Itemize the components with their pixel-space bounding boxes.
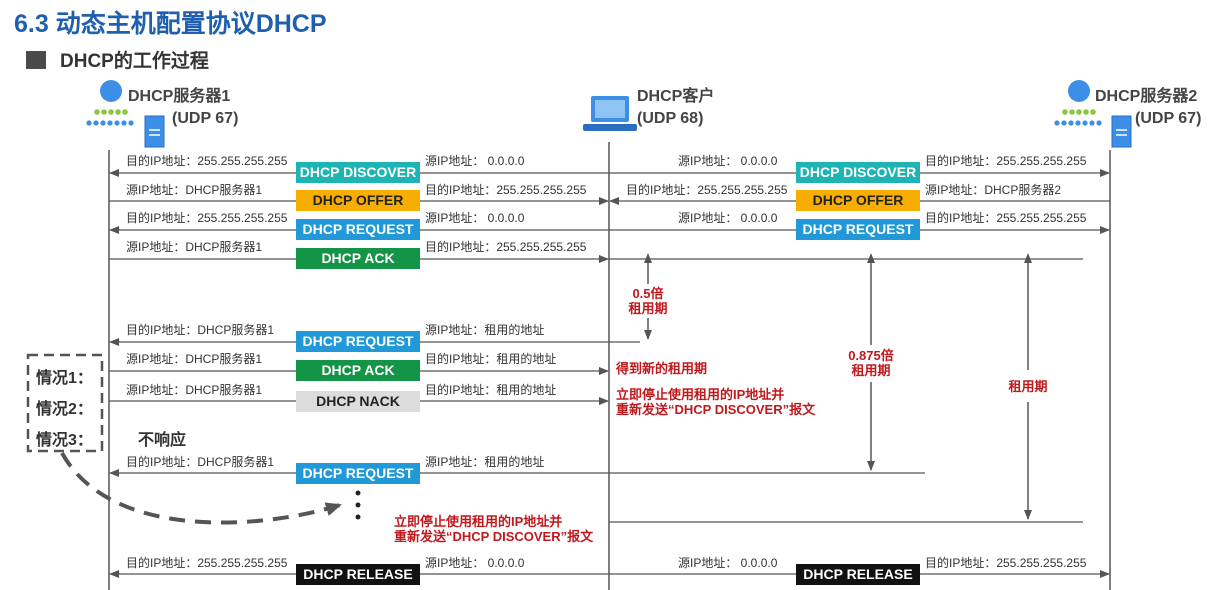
address-label: 目的IP地址：255.255.255.255 [425,240,587,254]
client-port: (UDP 68) [637,110,704,127]
address-label: 目的IP地址：255.255.255.255 [425,183,587,197]
address-label: 源IP地址： 0.0.0.0 [425,211,525,225]
dhcp-discover-box: DHCP DISCOVER [796,162,920,183]
address-label: 源IP地址：DHCP服务器1 [126,240,263,254]
address-label: 源IP地址： 0.0.0.0 [678,556,778,570]
dhcp-offer-box: DHCP OFFER [796,190,920,211]
half-lease-line1: 0.5倍 [632,286,664,301]
address-label: 目的IP地址：DHCP服务器1 [126,455,275,469]
address-label: 目的IP地址：255.255.255.255 [925,211,1087,225]
client-name: DHCP客户 [637,88,715,105]
dhcp-release-box: DHCP RELEASE [796,564,920,585]
address-label: 目的IP地址：255.255.255.255 [126,556,288,570]
section-heading-text: DHCP的工作过程 [60,51,209,72]
address-label: 目的IP地址：DHCP服务器1 [126,323,275,337]
dhcp-ack-box: DHCP ACK [296,248,420,269]
page-title: 6.3 动态主机配置协议DHCP [14,10,327,38]
server1-name: DHCP服务器1 [128,88,231,105]
half-lease-line2: 租用期 [628,301,668,316]
t2-lease-line2: 租用期 [851,363,891,378]
t2-lease-line1: 0.875倍 [848,348,894,363]
address-label: 目的IP地址：255.255.255.255 [126,211,288,225]
dhcp-request-box: DHCP REQUEST [296,463,420,484]
address-label: 源IP地址：DHCP服务器1 [126,383,263,397]
bullet-square-icon [26,51,46,69]
no-response-label: 不响应 [138,432,187,449]
address-label: 目的IP地址：255.255.255.255 [925,556,1087,570]
dhcp-request-box: DHCP REQUEST [296,331,420,352]
address-label: 目的IP地址：255.255.255.255 [925,154,1087,168]
case-1-label: 情况1： [36,370,93,387]
stop-use-2-line1: 立即停止使用租用的IP地址并 [394,514,563,529]
address-label: 源IP地址： 0.0.0.0 [678,211,778,225]
dhcp-nack-box: DHCP NACK [296,391,420,412]
address-label: 源IP地址：DHCP服务器1 [126,183,263,197]
server1-port: (UDP 67) [172,110,239,127]
dhcp-discover-box: DHCP DISCOVER [296,162,420,183]
address-label: 目的IP地址：租用的地址 [425,352,557,366]
stop-use-annotation-1: 立即停止使用租用的IP地址并 重新发送“DHCP DISCOVER”报文 [616,387,815,417]
address-label: 目的IP地址：255.255.255.255 [126,154,288,168]
address-label: 源IP地址： 0.0.0.0 [425,556,525,570]
section-heading: DHCP的工作过程 [26,46,209,73]
address-label: 源IP地址：租用的地址 [425,455,545,469]
dhcp-ack-box: DHCP ACK [296,360,420,381]
address-label: 源IP地址： 0.0.0.0 [425,154,525,168]
stop-use-annotation-2: 立即停止使用租用的IP地址并 重新发送“DHCP DISCOVER”报文 [394,514,593,544]
server2-name: DHCP服务器2 [1095,88,1198,105]
stop-use-1-line2: 重新发送“DHCP DISCOVER”报文 [616,402,816,417]
laptop-icon [583,96,637,131]
address-label: 源IP地址：租用的地址 [425,323,545,337]
dhcp-release-box: DHCP RELEASE [296,564,420,585]
new-lease-annotation: 得到新的租用期 [616,361,708,376]
address-label: 源IP地址：DHCP服务器2 [925,183,1062,197]
dhcp-request-box: DHCP REQUEST [296,219,420,240]
case-2-label: 情况2： [36,401,93,418]
address-label: 源IP地址： 0.0.0.0 [678,154,778,168]
stop-use-1-line1: 立即停止使用租用的IP地址并 [616,387,785,402]
lease-annotation: 租用期 [1008,379,1048,394]
server1-icon [86,80,165,148]
half-lease-annotation: 0.5倍 租用期 [618,286,678,316]
address-label: 目的IP地址：租用的地址 [425,383,557,397]
dhcp-request-box: DHCP REQUEST [796,219,920,240]
address-label: 源IP地址：DHCP服务器1 [126,352,263,366]
server2-port: (UDP 67) [1135,110,1202,127]
address-label: 目的IP地址：255.255.255.255 [626,183,788,197]
server2-icon [1054,80,1132,148]
t2-lease-annotation: 0.875倍 租用期 [836,348,906,378]
case-3-label: 情况3： [36,432,93,449]
stop-use-2-line2: 重新发送“DHCP DISCOVER”报文 [394,529,594,544]
dhcp-offer-box: DHCP OFFER [296,190,420,211]
